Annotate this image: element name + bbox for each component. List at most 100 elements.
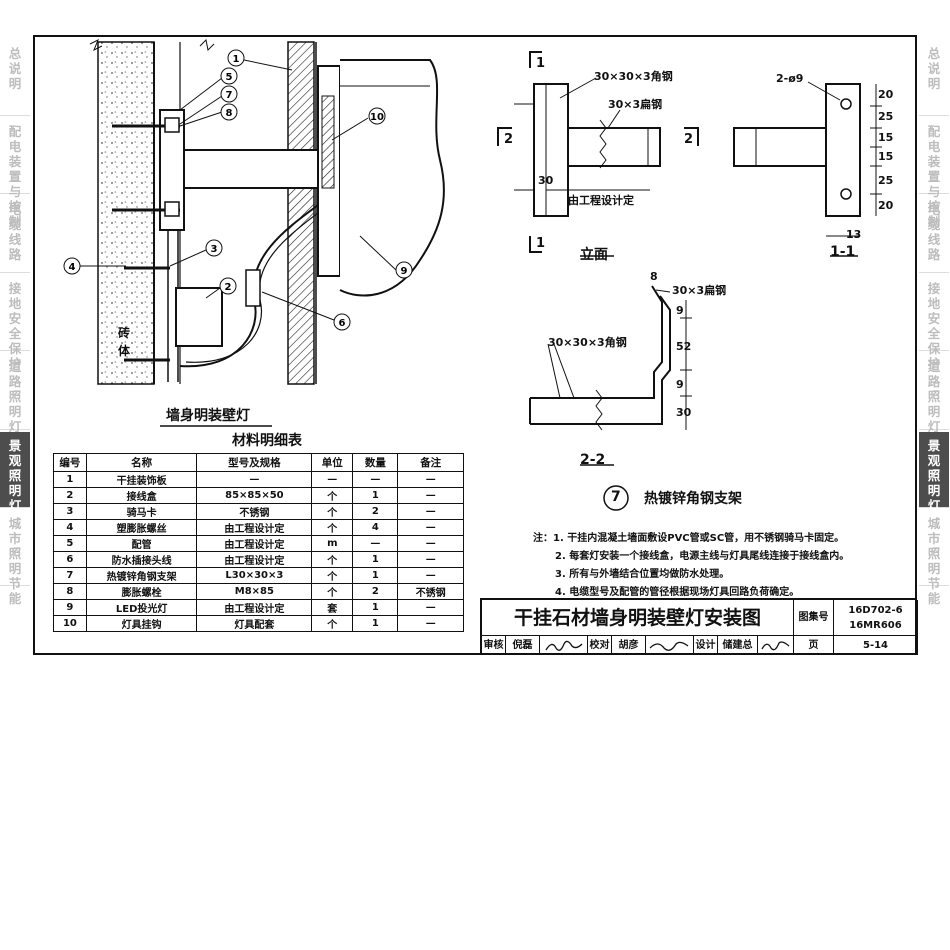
section-2-2-angle-steel: 30×30×3角钢: [548, 336, 627, 349]
section-1-1-dim-5: 25: [878, 174, 894, 187]
material-table-cell: 防水插接头线: [85, 551, 198, 568]
drawing-title: 干挂石材墙身明装壁灯安装图: [482, 600, 794, 636]
section-2-2-caption: 2-2: [580, 452, 606, 468]
title-block: 干挂石材墙身明装壁灯安装图 图集号 16D702-6 16MR606 审核 倪磊…: [480, 598, 918, 655]
junction-box: [175, 287, 223, 347]
material-table-cell: 由工程设计定: [196, 599, 313, 616]
svg-text:10: 10: [370, 112, 384, 123]
note-line: 3. 所有与外墙结合位置均做防水处理。: [555, 569, 730, 580]
side-tab[interactable]: 总说明: [919, 40, 949, 116]
reviewer-signature: [540, 636, 588, 655]
section-2-2-view: [529, 285, 692, 431]
page-label: 页: [794, 636, 834, 655]
section-1-1-dim-3: 15: [878, 131, 894, 144]
material-table-cell: 3: [53, 503, 87, 520]
svg-text:2: 2: [225, 282, 232, 293]
atlas-number-1: 16D702-6: [848, 605, 903, 616]
material-table-cell: 1: [352, 487, 399, 504]
material-table-header-cell: 备注: [397, 453, 464, 472]
material-table-cell: 灯具挂钩: [85, 615, 198, 632]
note-line: 4. 电缆型号及配管的管径根据现场灯具回路负荷确定。: [555, 587, 800, 598]
section-1-1-dim-6: 20: [878, 199, 894, 212]
checker: 胡彦: [612, 636, 646, 655]
side-tab[interactable]: 配电装置与控制: [919, 118, 949, 229]
bracket-number: 7: [611, 489, 621, 505]
side-tab[interactable]: 接地安全保护: [0, 275, 30, 371]
note-line: 注：1. 干挂内混凝土墙面敷设PVC管或SC管，用不锈钢骑马卡固定。: [533, 533, 845, 544]
side-tab[interactable]: 配电装置与控制: [0, 118, 30, 229]
side-tab[interactable]: 电缆线路: [0, 196, 30, 273]
side-tab[interactable]: 景观照明灯具安装: [0, 432, 30, 558]
side-tab[interactable]: 城市照明节能: [0, 510, 30, 606]
material-table-cell: 10: [53, 615, 87, 632]
material-table-cell: 由工程设计定: [196, 551, 313, 568]
material-table-cell: 不锈钢: [397, 583, 464, 600]
material-table-cell: 1: [352, 551, 399, 568]
svg-text:5: 5: [226, 72, 233, 83]
material-table-cell: 灯具配套: [196, 615, 313, 632]
atlas-number-2: 16MR606: [849, 620, 902, 631]
material-table-cell: —: [397, 519, 464, 536]
side-tab[interactable]: 接地安全保护: [919, 275, 949, 371]
material-table-cell: —: [397, 503, 464, 520]
side-tab[interactable]: 景观照明灯具安装: [919, 432, 949, 558]
material-table-cell: —: [397, 615, 464, 632]
elevation-angle-steel: 30×30×3角钢: [594, 70, 673, 83]
section-2-2-dim-top: 8: [650, 270, 658, 283]
material-table-cell: 85×85×50: [196, 487, 313, 504]
material-table-cell: 个: [311, 519, 354, 536]
material-table-header-cell: 名称: [85, 453, 198, 472]
section-1-1-dim-2: 25: [878, 110, 894, 123]
material-table-cell: 配管: [85, 535, 198, 552]
check-label: 校对: [588, 636, 612, 655]
material-table-cell: 2: [53, 487, 87, 504]
material-table-cell: 个: [311, 615, 354, 632]
material-table-cell: LED投光灯: [85, 599, 198, 616]
section-1-1-caption: 1-1: [830, 244, 856, 260]
material-table-cell: 个: [311, 583, 354, 600]
material-table-cell: —: [397, 599, 464, 616]
svg-text:6: 6: [339, 318, 346, 329]
material-table-cell: 8: [53, 583, 87, 600]
checker-signature: [646, 636, 694, 655]
svg-text:9: 9: [401, 266, 408, 277]
side-tab[interactable]: 总说明: [0, 40, 30, 116]
wall-text-1: 砖: [118, 326, 131, 340]
material-table-cell: 由工程设计定: [196, 535, 313, 552]
side-tab[interactable]: 城市照明节能: [919, 510, 949, 606]
material-table-title: 材料明细表: [232, 433, 302, 449]
atlas-label: 图集号: [794, 600, 834, 636]
section-mark-2-right: 2: [684, 132, 694, 147]
bracket-title: 热镀锌角钢支架: [644, 491, 742, 507]
section-mark-1-top: 1: [536, 56, 546, 71]
side-tab[interactable]: 电缆线路: [919, 196, 949, 273]
svg-text:7: 7: [226, 90, 233, 101]
section-2-2-dim-1: 9: [676, 304, 684, 317]
designer: 储建总: [718, 636, 758, 655]
stone-panel: [287, 41, 315, 385]
section-1-1-dim-1: 20: [878, 88, 894, 101]
reviewer: 倪磊: [506, 636, 540, 655]
section-1-1-view: [733, 81, 882, 237]
wall-lamp-drawing: 1 5 7 8 10 3 4 2 6 9: [63, 38, 882, 511]
material-table-cell: 塑膨胀螺丝: [85, 519, 198, 536]
material-table-cell: 5: [53, 535, 87, 552]
material-table-cell: 2: [352, 583, 399, 600]
material-table-cell: —: [397, 487, 464, 504]
material-table-header-cell: 单位: [311, 453, 354, 472]
section-2-2-dim-3: 9: [676, 378, 684, 391]
material-table-cell: 干挂装饰板: [85, 471, 198, 488]
material-table-cell: 2: [352, 503, 399, 520]
elevation-view: [497, 51, 699, 253]
material-table-cell: 9: [53, 599, 87, 616]
section-1-1-dim-4: 15: [878, 150, 894, 163]
material-table-cell: 7: [53, 567, 87, 584]
material-table-cell: m: [311, 535, 354, 552]
